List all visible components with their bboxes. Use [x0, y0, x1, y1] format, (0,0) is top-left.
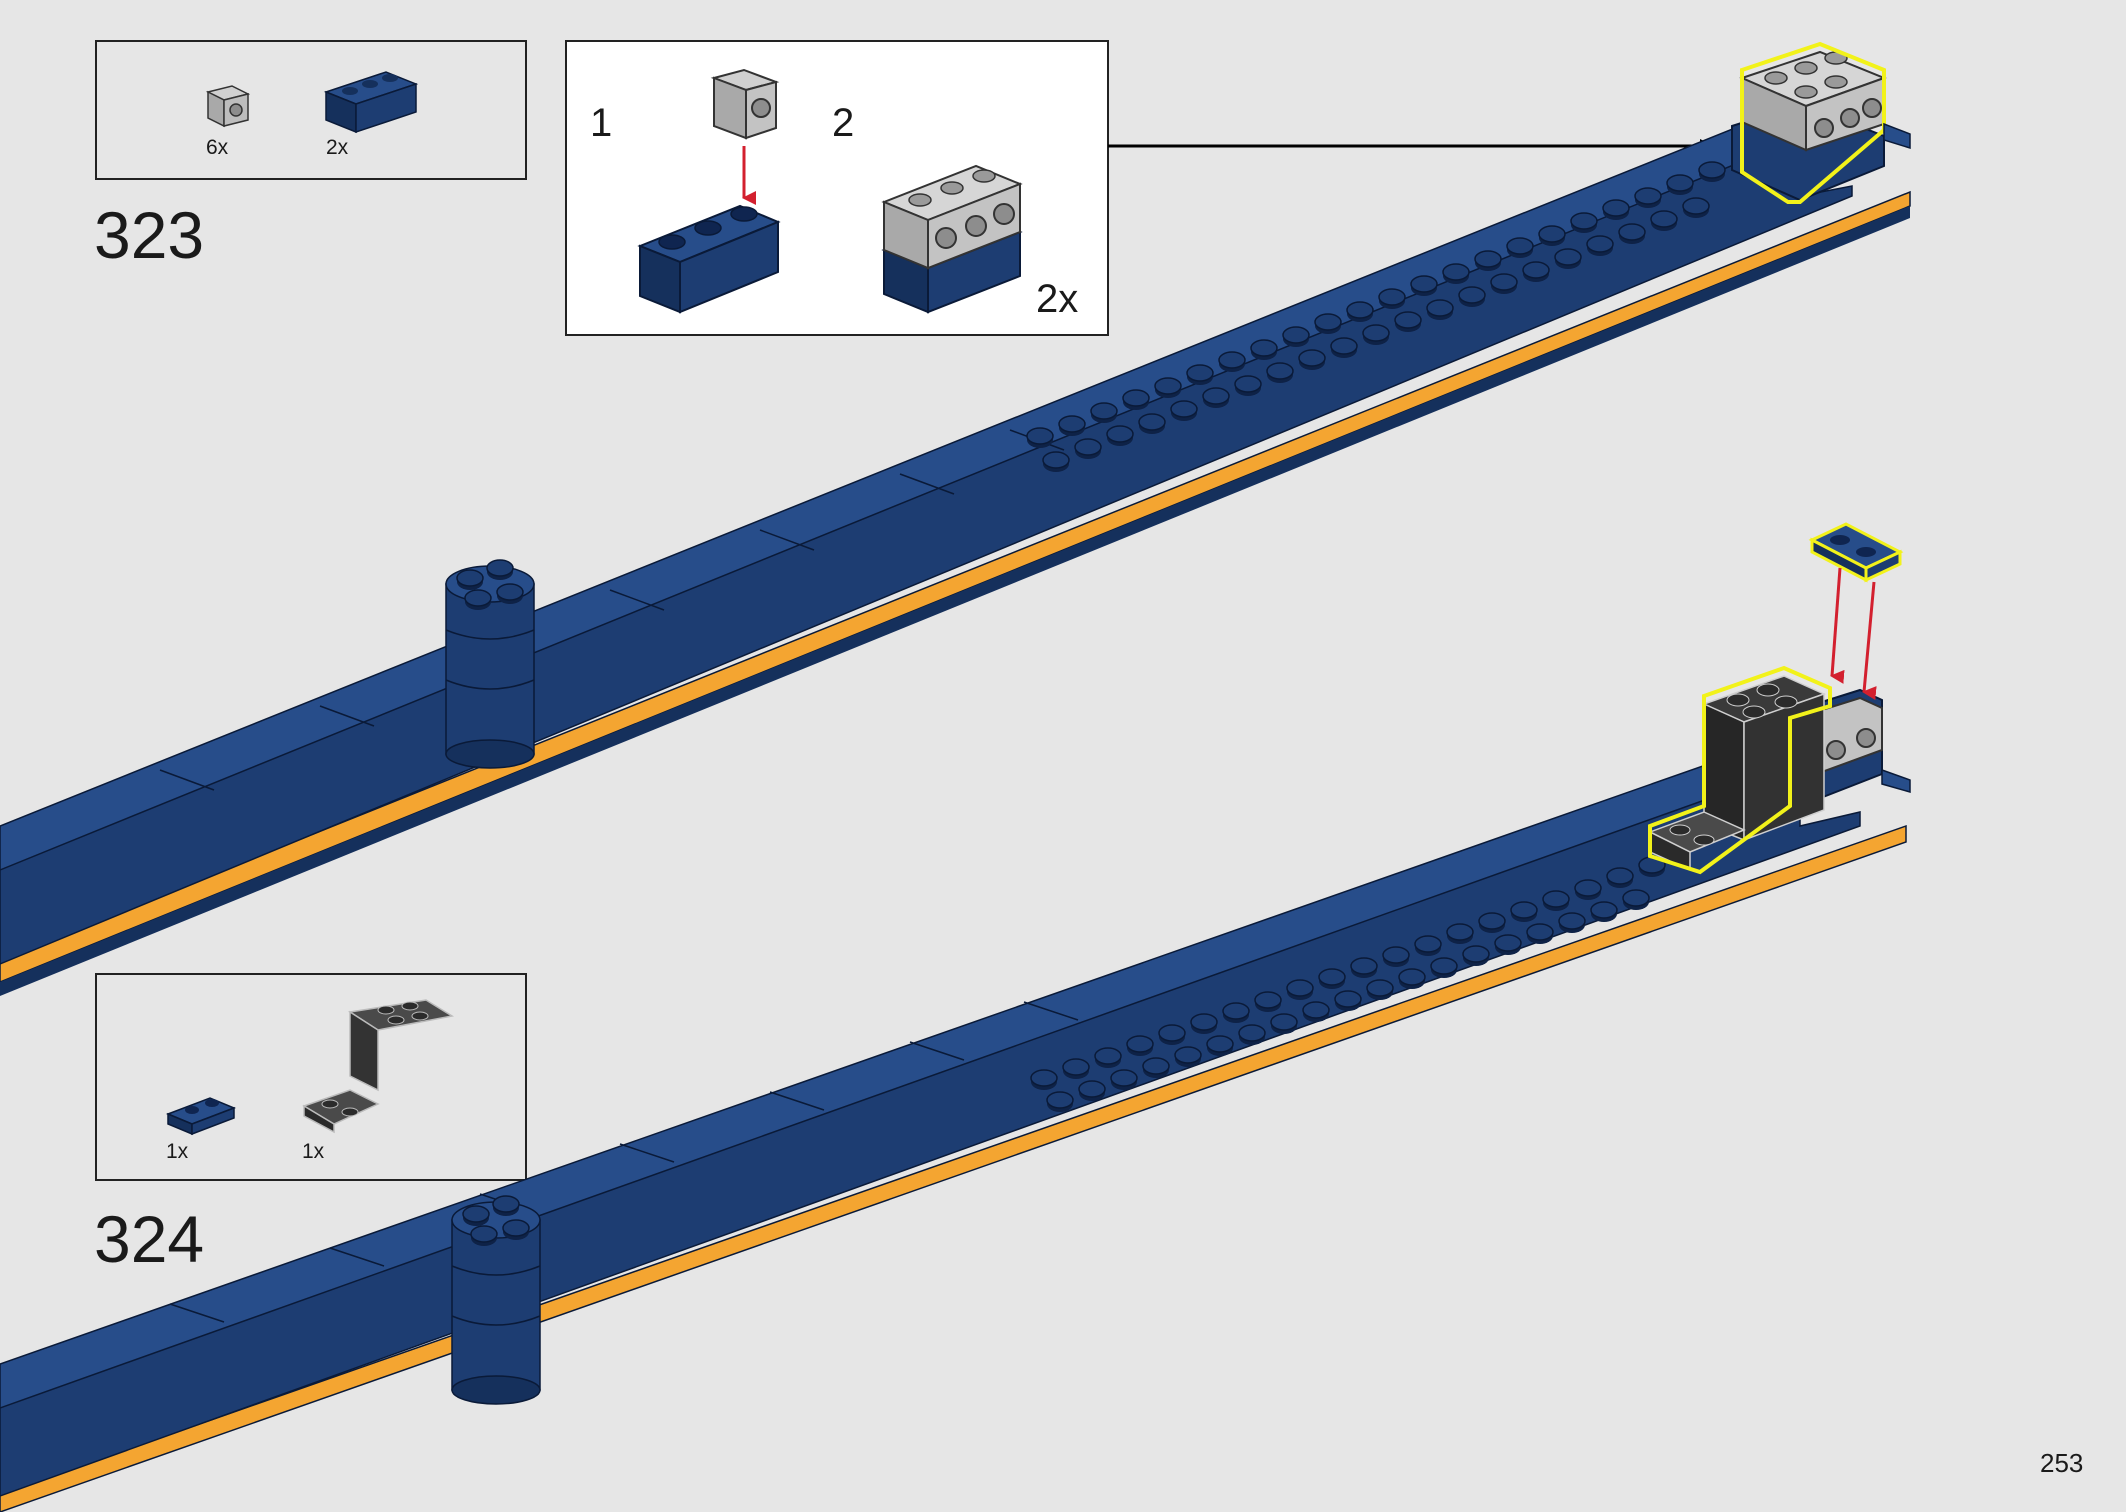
model-assembly — [0, 522, 1911, 1512]
dark-blue-brick-icon — [637, 204, 781, 314]
placement-arrow — [1862, 581, 1877, 701]
page-number: 253 — [2040, 1448, 2083, 1478]
substep-multiplier: 2x — [1036, 277, 1078, 321]
placement-arrow — [1830, 567, 1845, 684]
round-brick-stack — [451, 1195, 541, 1405]
gray-stud-brick-icon — [710, 68, 780, 140]
substep-number: 2 — [832, 101, 854, 145]
highlight-outline — [1648, 665, 1832, 875]
dark-blue-plate-icon — [165, 1097, 237, 1136]
dark-blue-brick-icon — [323, 71, 419, 134]
substep-number: 1 — [590, 101, 612, 145]
qty-label: 6x — [206, 136, 229, 159]
added-bracket — [1648, 665, 1832, 875]
highlight-outline — [1740, 41, 1886, 204]
parts-list-box: 1x 1x — [95, 973, 527, 1181]
step-number: 324 — [94, 1202, 204, 1276]
dark-gray-bracket-icon — [302, 999, 455, 1134]
qty-label: 1x — [302, 1140, 325, 1163]
round-brick-stack — [445, 559, 535, 769]
model-assembly — [0, 41, 1911, 996]
light-gray-stud-brick-icon — [205, 85, 251, 128]
step-323: 6x 2x 323 1 2 2x — [0, 40, 1911, 996]
parts-list-box: 6x 2x — [95, 40, 527, 180]
added-plate — [1808, 522, 1904, 583]
added-subassembly — [1731, 41, 1911, 204]
step-324: 1x 1x 324 — [0, 522, 1911, 1512]
qty-label: 2x — [326, 136, 349, 159]
subassembly-callout: 1 2 2x — [565, 40, 1109, 336]
step-number: 323 — [94, 198, 204, 272]
qty-label: 1x — [166, 1140, 189, 1163]
assembled-brick-icon — [881, 164, 1023, 314]
